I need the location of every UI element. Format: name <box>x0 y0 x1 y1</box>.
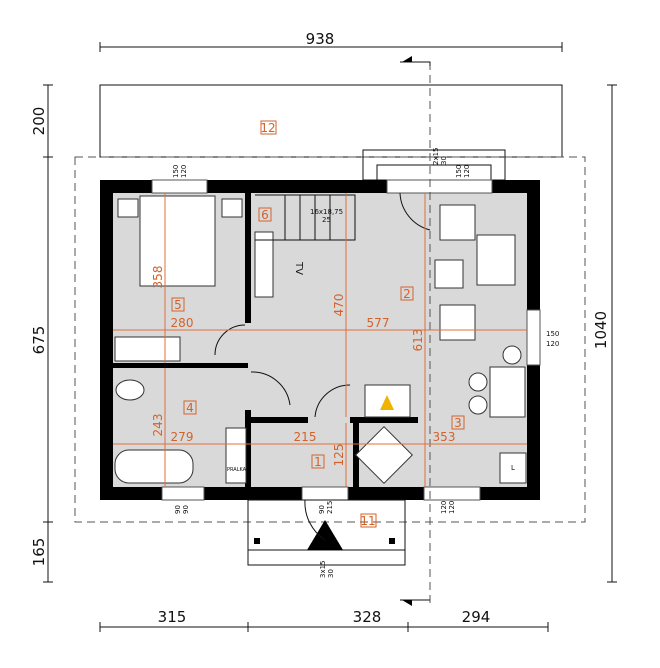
annotations: 150 120 150 120 150 120 90 90 120 120 90… <box>172 147 559 578</box>
section-arrow-top <box>402 56 412 62</box>
washer-label: PRALKA <box>227 467 247 473</box>
r4-width: 279 <box>171 430 194 444</box>
front-steps-depth: 30 <box>327 569 335 578</box>
door-width: 90 <box>318 505 326 514</box>
dining-table <box>489 366 526 418</box>
window-kitchen-height: 120 <box>448 501 456 514</box>
dim-top-total: 938 <box>306 30 335 48</box>
armchair <box>439 204 476 241</box>
window-right-width: 150 <box>546 330 559 338</box>
window-living-width: 150 <box>455 165 463 178</box>
nightstand <box>221 198 243 218</box>
r1-height: 125 <box>332 444 346 467</box>
dimension-lines <box>43 42 617 632</box>
room-11: 11 <box>360 514 375 528</box>
room-12: 12 <box>260 121 275 135</box>
stove <box>355 426 413 484</box>
dim-bottom-3: 294 <box>462 608 491 626</box>
room-number-labels: 5 6 2 4 1 3 11 12 <box>171 120 465 528</box>
room-4: 4 <box>186 401 194 415</box>
window-bedroom-width: 150 <box>172 165 180 178</box>
stairs-tread: 25 <box>322 216 331 224</box>
door-height: 215 <box>326 501 334 514</box>
terrace-outline <box>99 84 563 158</box>
room-dimension-lines <box>113 193 527 487</box>
terrace-steps-depth: 30 <box>440 156 448 165</box>
dim-bottom-1: 315 <box>158 608 187 626</box>
furniture <box>114 194 527 484</box>
window-kitchen-width: 120 <box>440 501 448 514</box>
tv-label: TV <box>293 261 304 275</box>
window-bedroom-height: 120 <box>180 165 188 178</box>
dim-right-total: 1040 <box>592 311 610 349</box>
fridge-label: L <box>511 464 515 472</box>
porch <box>247 499 406 566</box>
r2-width: 577 <box>367 316 390 330</box>
nightstand <box>117 198 139 218</box>
washer <box>225 427 247 484</box>
dim-bottom-2: 328 <box>353 608 382 626</box>
tv-stand <box>254 231 274 298</box>
dim-left-top: 200 <box>30 107 48 136</box>
r2-height: 470 <box>332 294 346 317</box>
front-steps-count: 3x15 <box>319 560 327 578</box>
stairs-spec: 16x18,75 <box>310 208 343 216</box>
r1-width: 215 <box>294 430 317 444</box>
bathtub <box>114 449 194 484</box>
windows <box>151 179 541 501</box>
r3-width: 353 <box>433 430 456 444</box>
section-arrow-bottom <box>402 600 412 606</box>
fire-icon <box>380 395 394 410</box>
bed <box>139 195 216 287</box>
window-right-height: 120 <box>546 340 559 348</box>
room-5: 5 <box>174 298 182 312</box>
r5-height: 358 <box>151 266 165 289</box>
wardrobe <box>114 336 181 362</box>
r3-height: 613 <box>411 329 425 352</box>
room-3: 3 <box>454 416 462 430</box>
sofa <box>476 234 516 286</box>
terrace-steps-count: 2x15 <box>432 147 440 165</box>
toilet <box>115 379 145 401</box>
room-6: 6 <box>261 208 269 222</box>
window-bath-width: 90 <box>174 505 182 514</box>
side-table <box>434 259 464 289</box>
fridge <box>499 452 527 484</box>
window-living-height: 120 <box>463 165 471 178</box>
room-1: 1 <box>314 455 322 469</box>
entrance-arrow-icon <box>307 520 343 550</box>
roof-overhang-outline <box>74 156 586 523</box>
r4-height: 243 <box>151 414 165 437</box>
r5-width: 280 <box>171 316 194 330</box>
armchair <box>439 304 476 341</box>
dim-left-middle: 675 <box>30 326 48 355</box>
room-2: 2 <box>403 287 411 301</box>
dim-left-bottom: 165 <box>30 538 48 567</box>
window-bath-height: 90 <box>182 505 190 514</box>
